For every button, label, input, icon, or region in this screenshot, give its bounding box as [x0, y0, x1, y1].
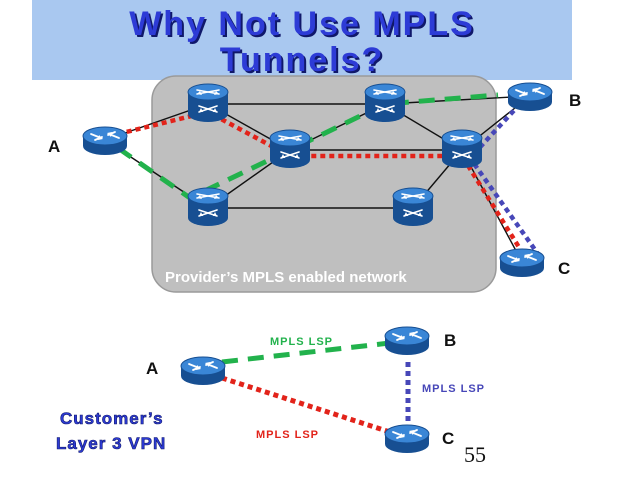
vpn-node-a-label: A — [146, 359, 158, 378]
vpn-lsp-ac — [221, 375, 391, 435]
router-icon — [507, 82, 553, 112]
router-icon — [180, 356, 226, 386]
lsp-green-path — [116, 92, 499, 201]
router-icon — [82, 126, 128, 156]
slide-title: Why Not Use MPLS Tunnels? — [32, 6, 572, 78]
vpn-lsp-ab-label: MPLS LSP — [270, 336, 333, 348]
vpn-lsp-ab — [221, 340, 391, 365]
title-line-1: Why Not Use MPLS — [129, 5, 475, 43]
customer-vpn-label: Customer’s Layer 3 VPN — [56, 409, 166, 454]
page-number: 55 — [464, 442, 486, 467]
provider-node-b-label: B — [569, 91, 581, 110]
switch-router-icon — [269, 129, 311, 169]
vpn-node-b-label: B — [444, 331, 456, 350]
title-banner — [32, 0, 572, 80]
router-icon — [384, 424, 430, 454]
vpn-lsp-ac-label: MPLS LSP — [256, 429, 319, 441]
switch-router-icon — [392, 187, 434, 227]
router-icon — [499, 248, 545, 278]
vpn-node-c-label: C — [442, 429, 454, 448]
switch-router-icon — [187, 83, 229, 123]
provider-network-label: Provider’s MPLS enabled network — [165, 269, 407, 286]
provider-node-c-label: C — [558, 259, 570, 278]
customer-vpn-label-line-1: Customer’s — [60, 409, 164, 428]
customer-vpn-label-line-2: Layer 3 VPN — [56, 434, 166, 453]
provider-node-a-label: A — [48, 137, 60, 156]
title-line-2: Tunnels? — [219, 41, 385, 79]
router-icon — [384, 326, 430, 356]
switch-router-icon — [187, 187, 229, 227]
vpn-lsp-bc-label: MPLS LSP — [422, 383, 485, 395]
switch-router-icon — [441, 129, 483, 169]
switch-router-icon — [364, 83, 406, 123]
